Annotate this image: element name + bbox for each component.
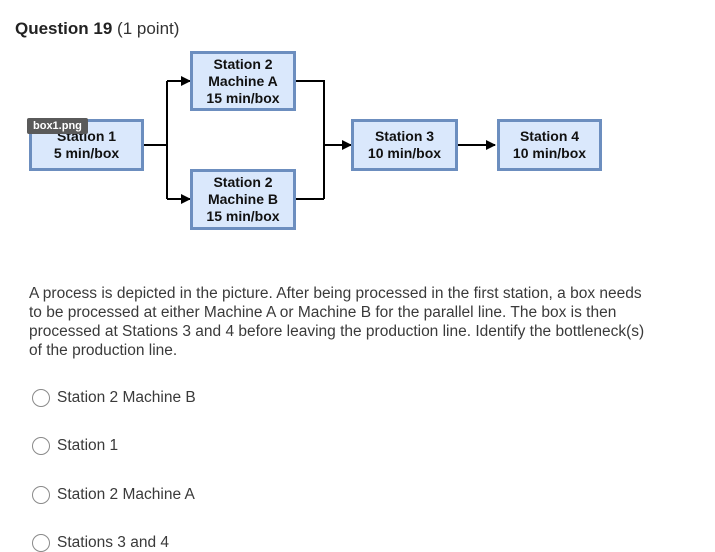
question-points: (1 point) (117, 19, 180, 38)
station-4-box: Station 4 10 min/box (497, 119, 602, 171)
station-3-name: Station 3 (374, 128, 435, 144)
option-station-2-machine-b[interactable]: Station 2 Machine B (32, 389, 196, 407)
option-label: Station 2 Machine A (57, 486, 195, 503)
station-2b-rate: 15 min/box (206, 208, 280, 224)
option-stations-3-and-4[interactable]: Stations 3 and 4 (32, 534, 169, 552)
radio-button[interactable] (32, 389, 50, 407)
option-station-1[interactable]: Station 1 (32, 437, 118, 455)
radio-button[interactable] (32, 534, 50, 552)
station-2b-name: Station 2 (213, 174, 273, 190)
option-label: Station 2 Machine B (57, 389, 196, 406)
station-4-rate: 10 min/box (512, 145, 587, 161)
option-label: Station 1 (57, 437, 119, 454)
station-2b-box: Station 2 Machine B 15 min/box (190, 169, 296, 230)
station-2a-name: Station 2 (213, 55, 273, 72)
station-4-name: Station 4 (519, 128, 580, 144)
radio-button[interactable] (32, 437, 50, 455)
station-1-rate: 5 min/box (53, 145, 120, 161)
station-2a-machine: Machine A (208, 72, 278, 89)
question-header: Question 19 (1 point) (15, 19, 179, 39)
station-3-rate: 10 min/box (367, 145, 442, 161)
station-3-box: Station 3 10 min/box (351, 119, 458, 171)
question-title: Question 19 (15, 19, 113, 38)
question-prompt: A process is depicted in the picture. Af… (29, 285, 645, 359)
connector-s2a-merge (296, 80, 325, 199)
image-filename-tag: box1.png (27, 118, 88, 134)
radio-button[interactable] (32, 486, 50, 504)
option-label: Stations 3 and 4 (57, 534, 170, 551)
station-2b-machine: Machine B (207, 191, 278, 207)
diagram-connectors (144, 76, 496, 204)
station-2a-box: Station 2 Machine A 15 min/box (190, 51, 296, 111)
option-station-2-machine-a[interactable]: Station 2 Machine A (32, 486, 195, 504)
process-diagram: Station 1 5 min/box box1.png Station 2 M… (0, 0, 715, 260)
station-2a-rate: 15 min/box (206, 89, 280, 106)
